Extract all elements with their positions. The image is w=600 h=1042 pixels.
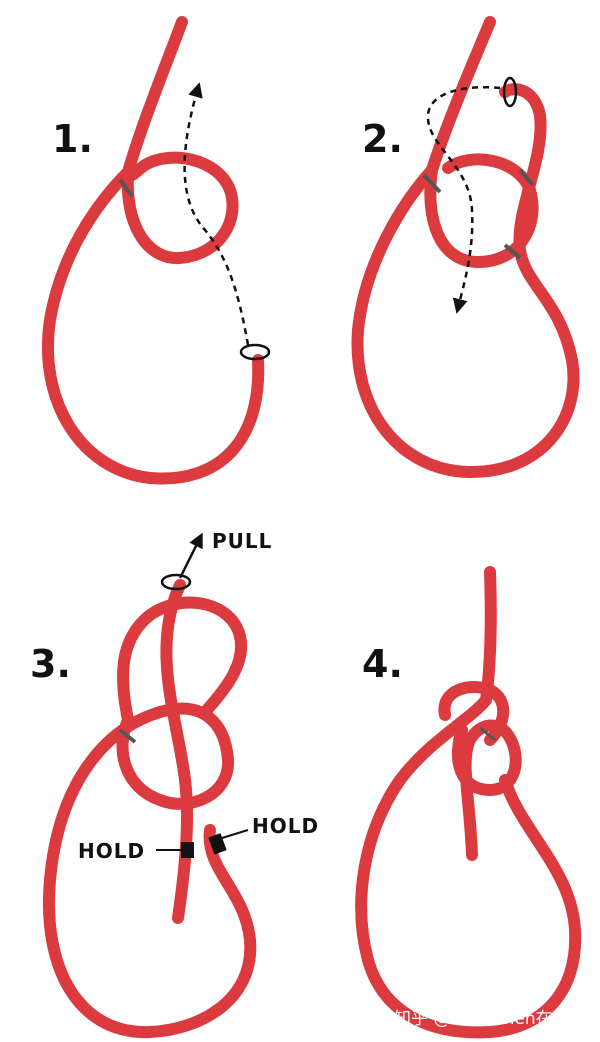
step-4-number: 4. <box>362 642 403 686</box>
step-3-crossing-shadow <box>118 728 137 744</box>
step-2-guide-arrow <box>426 86 501 314</box>
step-2-rope-small-loop <box>424 153 539 268</box>
step-1-panel: 1. <box>41 16 271 485</box>
step-1-rope-small-loop <box>121 151 239 265</box>
step-1-end-marker <box>239 343 271 361</box>
step-3-rope-upper-loop <box>117 596 248 726</box>
step-3-rope-main <box>43 702 257 1039</box>
hold-label-left: HOLD <box>78 839 145 863</box>
step-2-crossing-shadow-bottom <box>503 243 522 260</box>
step-1-rope-main <box>41 16 265 485</box>
step-2-number: 2. <box>362 117 403 161</box>
step-2-crossing-shadow-right <box>518 168 535 187</box>
step-2-crossing-shadow-left <box>422 173 442 194</box>
watermark-text: 知乎 @Chenchen在荒野 <box>394 1009 587 1029</box>
step-1-crossing-shadow <box>118 178 134 198</box>
step-4-knot-body <box>451 719 522 861</box>
step-3-hold-leader-right <box>221 829 249 839</box>
step-2-end-marker <box>502 76 518 108</box>
step-4-panel: 4. <box>355 566 582 1039</box>
step-2-panel: 2. <box>351 16 580 479</box>
step-3-pull-arrow <box>178 532 203 579</box>
hold-label-right: HOLD <box>252 814 319 838</box>
step-4-rope-main <box>355 566 582 1039</box>
step-3-hold-marker-right <box>208 833 227 855</box>
step-1-number: 1. <box>52 117 93 161</box>
pull-label: PULL <box>212 529 272 553</box>
step-4-crossing-shadow <box>479 726 496 742</box>
step-3-hold-marker-left <box>181 842 194 858</box>
step-3-number: 3. <box>30 642 71 686</box>
step-3-end-marker <box>160 573 192 591</box>
step-3-panel: 3. PULL HOLD HOLD <box>30 529 319 1039</box>
step-3-rope-working-end <box>160 579 193 924</box>
step-1-guide-arrow <box>183 82 250 346</box>
